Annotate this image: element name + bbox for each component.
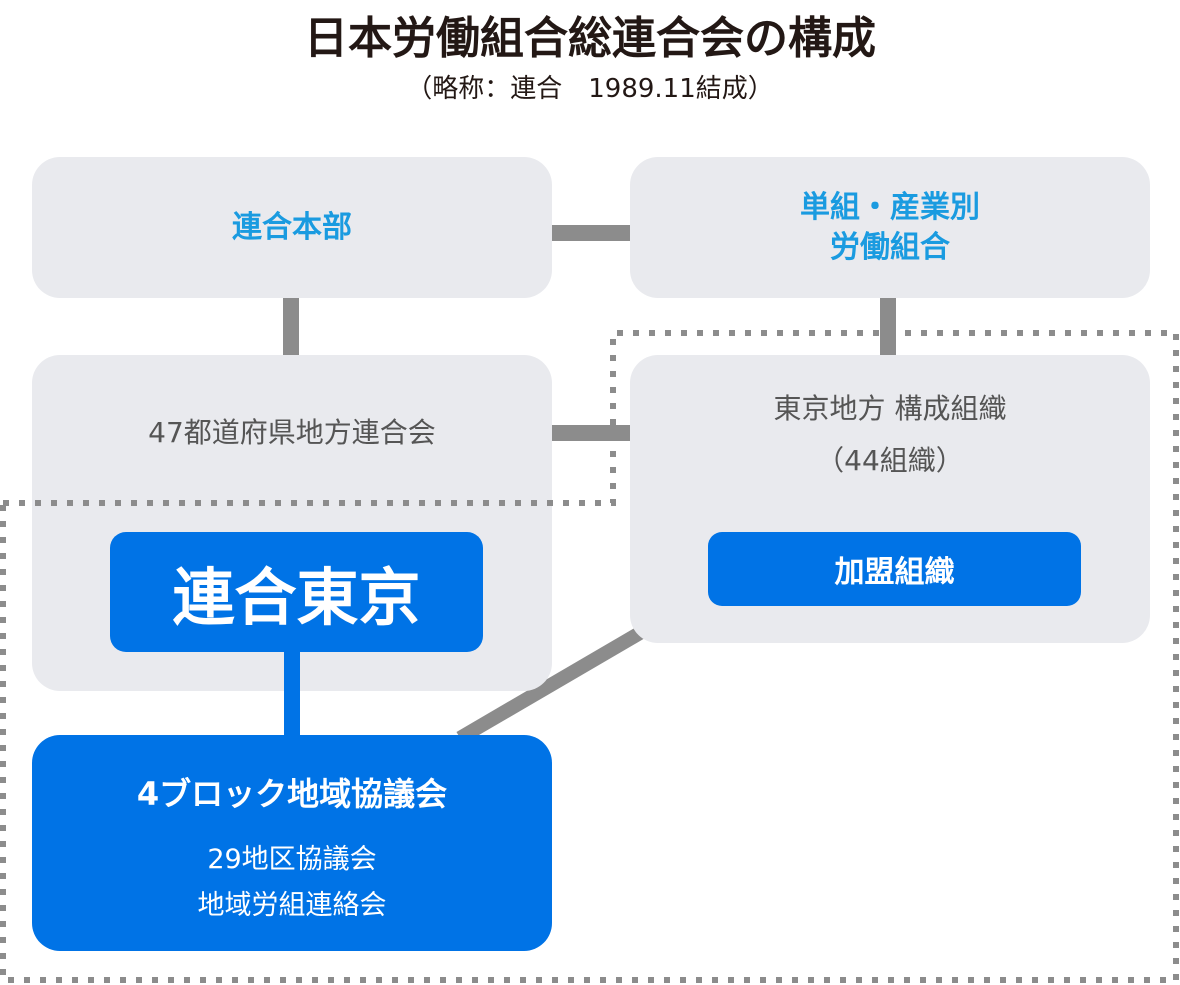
connector-rengo-block [284, 650, 300, 740]
node-block-councils: 4ブロック地域協議会 29地区協議会 地域労組連絡会 [32, 735, 552, 951]
node-block-line-1: 29地区協議会 [207, 844, 377, 875]
node-rengo-tokyo: 連合東京 [110, 532, 483, 652]
node-hq: 連合本部 [32, 157, 552, 298]
node-tokyo-orgs-label-1: 東京地方 構成組織 [773, 392, 1007, 425]
node-prefectural-label: 47都道府県地方連合会 [148, 416, 436, 449]
node-hq-label: 連合本部 [232, 209, 352, 245]
node-member-orgs: 加盟組織 [708, 532, 1081, 606]
node-unions: 単組・産業別 労働組合 [630, 157, 1150, 298]
node-unions-label-2: 労働組合 [830, 229, 950, 265]
node-tokyo-orgs-label-2: （44組織） [816, 444, 964, 477]
node-block-title: 4ブロック地域協議会 [136, 775, 448, 813]
diagram-subtitle: （略称：連合 1989.11結成） [406, 74, 774, 104]
diagram-title: 日本労働組合総連合会の構成 [304, 13, 876, 64]
node-unions-label-1: 単組・産業別 [800, 189, 980, 225]
node-block-line-2: 地域労組連絡会 [197, 890, 387, 921]
